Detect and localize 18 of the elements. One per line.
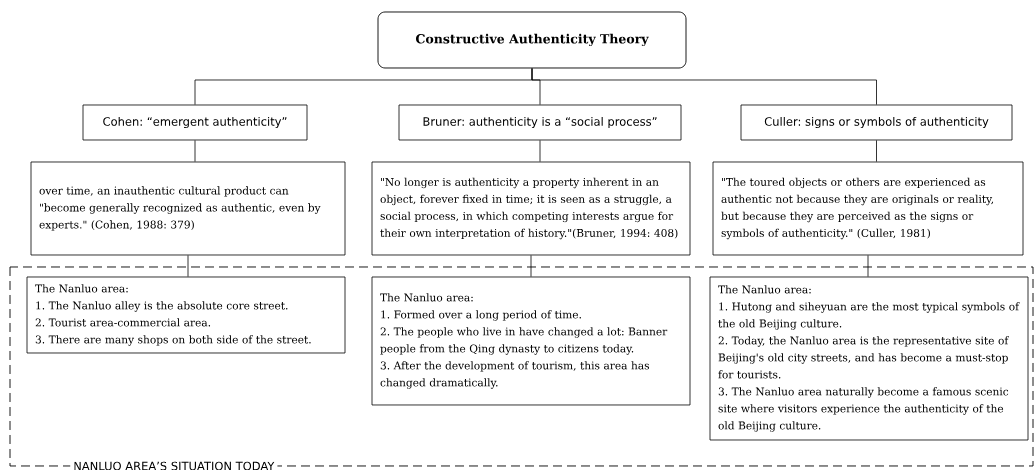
connector	[530, 255, 532, 277]
theory-box: Cohen: “emergent authenticity”	[82, 104, 308, 141]
connector	[531, 68, 877, 105]
quote-box: "The toured objects or others are experienced as authentic not because they are originals or reality, but because they are perceived as the signs or symbols of authenticity." (Culler, 1981)	[712, 161, 1024, 256]
theory-box: Culler: signs or symbols of authenticity	[740, 104, 1013, 141]
connector	[876, 140, 877, 162]
quote-box: over time, an inauthentic cultural product can "become generally recognized as authentic, even by experts." (Cohen, 1988: 379)	[30, 161, 346, 256]
theory-box: Bruner: authenticity is a “social process”	[398, 104, 682, 141]
region-label: NANLUO AREA’S SITUATION TODAY	[70, 458, 278, 470]
connector	[194, 140, 196, 162]
connector	[187, 255, 189, 277]
quote-box: "No longer is authenticity a property inherent in an object, forever fixed in time; it is seen as a struggle, a social process, in which competing interests argue for their own interpretation of history."(Bruner, 1994: 408)	[371, 161, 691, 256]
description-box: The Nanluo area: 1. Formed over a long period of time. 2. The people who live in have changed a lot: Banner people from the Qing dynasty to citizens today. 3. After the development of tourism, this area has changed dramatically.	[371, 276, 691, 406]
title-box: Constructive Authenticity Theory	[377, 11, 687, 69]
connector	[539, 140, 541, 162]
description-box: The Nanluo area: 1. The Nanluo alley is the absolute core street. 2. Tourist area-commercial area. 3. There are many shops on both side of the street.	[26, 276, 346, 354]
connector	[867, 255, 869, 277]
description-box: The Nanluo area: 1. Hutong and siheyuan are the most typical symbols of the old Beijing culture. 2. Today, the Nanluo area is the representative site of Beijing's old city streets, and has become a must-stop for tourists. 3. The Nanluo area naturally become a famous scenic site where visitors experience the authenticity of the old Beijing culture.	[709, 276, 1029, 441]
